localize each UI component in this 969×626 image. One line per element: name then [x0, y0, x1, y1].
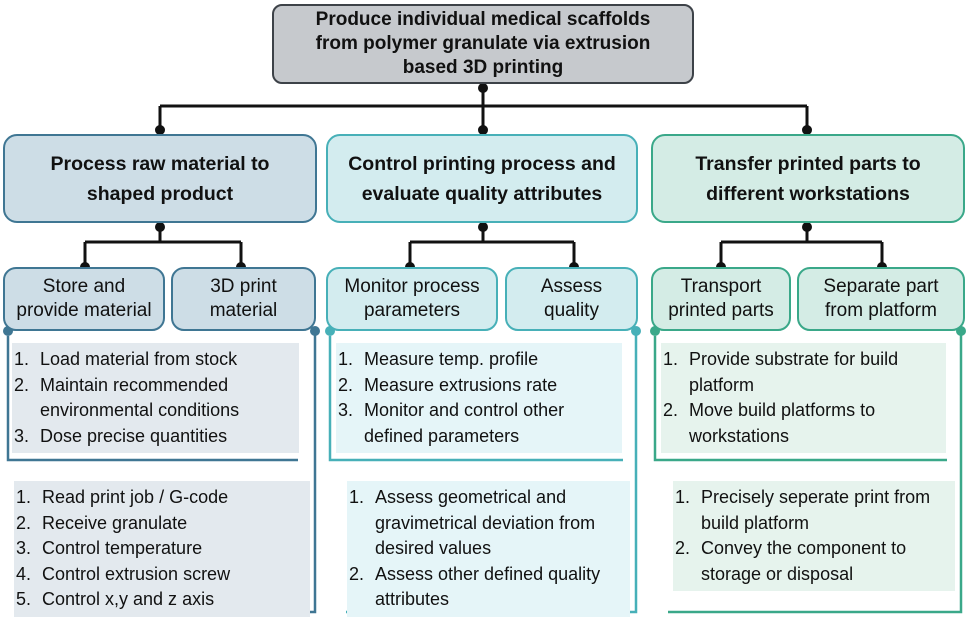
- task-item: 5.Control x,y and z axis: [16, 589, 215, 609]
- task-item: 4.Control extrusion screw: [16, 563, 231, 584]
- task-item: 1.Measure temp. profile: [338, 349, 539, 369]
- task-item: 1.Provide substrate for build platform: [663, 349, 899, 395]
- subfunction-separate-part: Separate part from platform: [797, 267, 965, 331]
- subfunction-store-material: Store and provide material: [3, 267, 165, 331]
- subfunction-monitor-parameters: Monitor process parameters: [326, 267, 498, 331]
- task-item: 1.Precisely seperate print from build pl…: [675, 487, 931, 533]
- task-list-store: 1.Load material from stock 2.Maintain re…: [12, 343, 299, 453]
- task-item: 3.Dose precise quantities: [14, 425, 228, 446]
- task-item: 2.Maintain recommended environmental con…: [14, 374, 240, 421]
- task-list-assess: 1.Assess geometrical and gravimetrical d…: [347, 481, 630, 617]
- task-item: 3.Control temperature: [16, 538, 203, 558]
- subfunction-transport-parts: Transport printed parts: [651, 267, 791, 331]
- task-item: 1.Assess geometrical and gravimetrical d…: [349, 487, 596, 558]
- task-item: 2.Measure extrusions rate: [338, 374, 558, 395]
- root-goal-box: Produce individual medical scaffolds fro…: [272, 4, 694, 84]
- task-list-separate: 1.Precisely seperate print from build pl…: [673, 481, 955, 591]
- task-item: 2.Receive granulate: [16, 512, 188, 533]
- task-item: 2.Assess other defined quality attribute…: [349, 563, 601, 610]
- task-item: 2.Move build platforms to workstations: [663, 400, 876, 446]
- subfunction-assess-quality: Assess quality: [505, 267, 638, 331]
- task-item: 1.Read print job / G-code: [16, 487, 229, 507]
- function-control-printing: Control printing process and evaluate qu…: [326, 134, 638, 223]
- task-list-print: 1.Read print job / G-code 2.Receive gran…: [14, 481, 310, 617]
- function-process-material: Process raw material to shaped product: [3, 134, 317, 223]
- task-list-transport: 1.Provide substrate for build platform 2…: [661, 343, 946, 453]
- task-item: 3.Monitor and control other defined para…: [338, 400, 565, 446]
- task-item: 2.Convey the component to storage or dis…: [675, 538, 907, 584]
- function-transfer-parts: Transfer printed parts to different work…: [651, 134, 965, 223]
- task-item: 1.Load material from stock: [14, 349, 238, 369]
- subfunction-3d-print: 3D print material: [171, 267, 316, 331]
- task-list-monitor: 1.Measure temp. profile 2.Measure extrus…: [336, 343, 622, 453]
